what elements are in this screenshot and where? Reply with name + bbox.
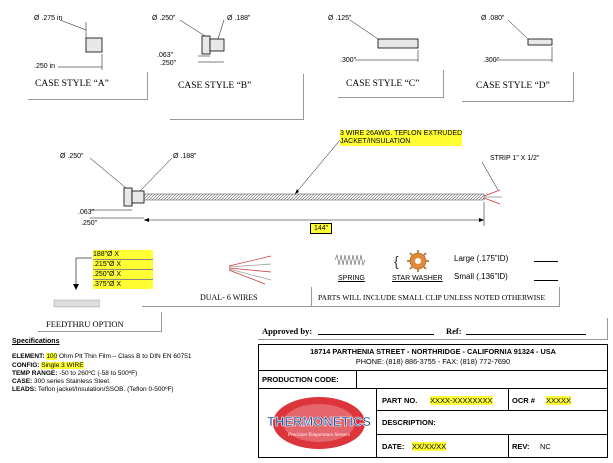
case-c-box bbox=[338, 70, 444, 98]
spec-title: Specifications bbox=[12, 338, 60, 345]
probe-dim-063: .063” bbox=[78, 209, 94, 216]
spec-leads: LEADS: Teflon jacket/Insulation/SSOB. (T… bbox=[12, 386, 174, 394]
description-label: DESCRIPTION: bbox=[382, 418, 436, 427]
wire-callout-line1: 3 WIRE 26AWG. TEFLON EXTRUDED bbox=[340, 130, 463, 137]
case-d-label: CASE STYLE “D” bbox=[476, 81, 550, 91]
spec-element: ELEMENT: 100 Ohm Plt Thin Film – Class B… bbox=[12, 353, 192, 361]
parts-note-box bbox=[312, 287, 560, 307]
case-b-dia-large: Ø .250” bbox=[152, 15, 176, 22]
dual-wires-drawing bbox=[228, 255, 272, 285]
date-label: DATE: bbox=[382, 442, 405, 451]
case-a-length: .250 in bbox=[34, 63, 56, 70]
case-d-drawing bbox=[495, 19, 553, 62]
approved-by-line[interactable] bbox=[318, 334, 434, 335]
spec-case: CASE: 300 series Stainless Steel. bbox=[12, 378, 111, 386]
rev-label: REV: bbox=[512, 442, 530, 451]
wire-callout: 3 WIRE 26AWG. TEFLON EXTRUDED JACKET/INS… bbox=[340, 130, 463, 146]
company-address-block: 18714 PARTHENIA STREET - NORTHRIDGE - CA… bbox=[260, 347, 606, 366]
feedthru-option-2: .215”Ø X bbox=[93, 260, 153, 270]
case-b-dim-063: .063” bbox=[157, 52, 173, 59]
case-b-dim-250: .250” bbox=[160, 60, 176, 67]
case-d-box bbox=[462, 72, 574, 102]
dual-wires-box bbox=[142, 287, 312, 307]
svg-text:{: { bbox=[394, 253, 399, 269]
title-divider-2 bbox=[258, 388, 608, 389]
ocr-label: OCR # bbox=[512, 396, 535, 405]
feedthru-option-4: .375”Ø X bbox=[93, 280, 153, 289]
title-divider-4 bbox=[376, 434, 608, 435]
spring-icon bbox=[334, 253, 366, 267]
title-block bbox=[258, 344, 608, 458]
feedthru-options: 188”Ø X .215”Ø X .250”Ø X .375”Ø X bbox=[93, 250, 153, 289]
part-no-value[interactable]: XXXX-XXXXXXXX bbox=[430, 396, 493, 405]
approval-box bbox=[258, 318, 608, 340]
case-b-drawing bbox=[179, 19, 225, 63]
case-c-diameter: Ø .125” bbox=[328, 15, 352, 22]
clip-small-blank bbox=[534, 280, 558, 281]
probe-dim-250: .250” bbox=[81, 220, 97, 227]
thermonetics-logo: THERMONETICS Precision Temperature Senso… bbox=[267, 397, 372, 449]
production-code-label: PRODUCTION CODE: bbox=[262, 375, 339, 384]
feedthru-box bbox=[38, 312, 162, 332]
spring-label: SPRING bbox=[338, 275, 365, 282]
star-washer-icon: { bbox=[394, 250, 429, 272]
strip-callout: STRIP 1” X 1/2” bbox=[490, 155, 540, 162]
ref-label: Ref: bbox=[446, 326, 462, 336]
feedthru-option-1: 188”Ø X bbox=[93, 250, 153, 260]
probe-dia-small: Ø .188” bbox=[173, 153, 197, 160]
approved-by-label: Approved by: bbox=[262, 326, 313, 336]
ocr-divider bbox=[508, 388, 509, 410]
probe-dia-large: Ø .250” bbox=[60, 153, 84, 160]
case-d-length: .300” bbox=[483, 57, 499, 64]
case-b-dia-small: Ø .188” bbox=[227, 15, 251, 22]
case-a-label: CASE STYLE “A” bbox=[35, 79, 109, 89]
specifications: Specifications ELEMENT: 100 Ohm Plt Thin… bbox=[12, 338, 191, 395]
feedthru-drawing bbox=[53, 257, 100, 308]
case-c-label: CASE STYLE “C” bbox=[346, 79, 420, 89]
case-a-box bbox=[28, 72, 148, 100]
case-a-drawing bbox=[58, 19, 103, 70]
probe-assembly-drawing bbox=[89, 139, 502, 226]
ocr-value[interactable]: XXXXX bbox=[546, 396, 572, 405]
case-a-diameter: Ø .275 in bbox=[34, 15, 63, 22]
spec-config: CONFIG: Single 3 WIRE bbox=[12, 361, 84, 369]
title-divider-3 bbox=[376, 410, 608, 411]
parts-note: PARTS WILL INCLUDE SMALL CLIP UNLESS NOT… bbox=[318, 293, 546, 302]
svg-text:THERMONETICS: THERMONETICS bbox=[267, 414, 371, 429]
clip-large-blank bbox=[534, 261, 558, 262]
logo-divider bbox=[376, 388, 377, 458]
case-d-diameter: Ø .080” bbox=[481, 15, 505, 22]
company-address: 18714 PARTHENIA STREET - NORTHRIDGE - CA… bbox=[310, 347, 556, 356]
date-value[interactable]: XX/XX/XX bbox=[412, 442, 447, 451]
part-no-label: PART NO. bbox=[382, 396, 418, 405]
clip-small: Small (.136”ID) bbox=[454, 272, 508, 281]
feedthru-option-3: .250”Ø X bbox=[93, 270, 153, 280]
rev-divider bbox=[508, 434, 509, 458]
rev-value[interactable]: NC bbox=[540, 442, 551, 451]
feedthru-label: FEEDTHRU OPTION bbox=[46, 319, 124, 329]
wire-callout-line2: JACKET/INSULATION bbox=[340, 138, 411, 145]
case-c-drawing bbox=[349, 19, 419, 62]
clip-large: Large (.175”ID) bbox=[454, 254, 509, 263]
case-b-label: CASE STYLE “B” bbox=[178, 81, 252, 91]
production-code-divider bbox=[356, 370, 357, 388]
cable-length: 144” bbox=[310, 223, 333, 234]
svg-text:Precision Temperature Sensors: Precision Temperature Sensors bbox=[287, 433, 350, 438]
spec-temp: TEMP RANGE: -50 to 260ºC (-58 to 500ºF) bbox=[12, 369, 138, 377]
ref-line[interactable] bbox=[466, 334, 586, 335]
case-b-box bbox=[170, 74, 304, 120]
dual-wires-label: DUAL- 6 WIRES bbox=[200, 293, 258, 302]
title-divider-1 bbox=[258, 370, 608, 371]
company-phone: PHONE: (818) 886-3755 - FAX: (818) 772-7… bbox=[355, 357, 511, 366]
case-c-length: .300” bbox=[340, 57, 356, 64]
star-washer-label: STAR WASHER bbox=[392, 275, 443, 282]
